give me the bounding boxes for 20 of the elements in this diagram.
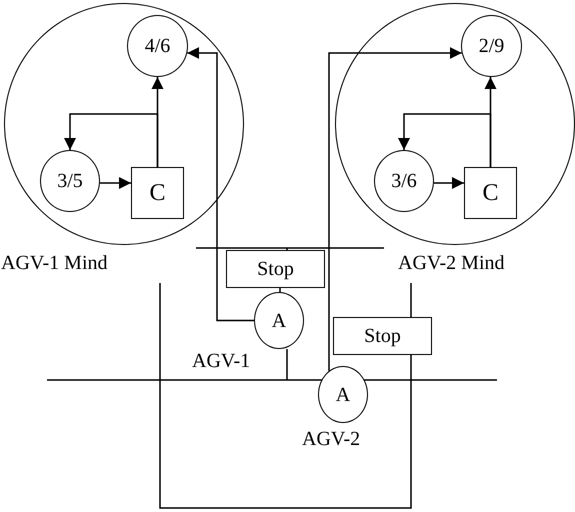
- arrow: [398, 113, 492, 167]
- mind-label: AGV-1 Mind: [1, 252, 108, 274]
- agv-circle: A: [254, 292, 304, 349]
- state-circle: 3/5: [40, 150, 100, 212]
- arrow: [187, 47, 254, 322]
- state-box: Stop: [333, 317, 432, 355]
- agv-label: AGV-2: [302, 428, 360, 450]
- agv-label: AGV-1: [192, 350, 250, 372]
- state-box: C: [464, 167, 517, 219]
- mind-label: AGV-2 Mind: [398, 252, 504, 274]
- state-box: Stop: [226, 250, 325, 288]
- state-box: C: [131, 167, 184, 219]
- arrow: [328, 47, 462, 371]
- arrow: [434, 177, 464, 189]
- arrow: [100, 177, 131, 189]
- state-circle: 2/9: [461, 15, 522, 77]
- arrow: [64, 113, 158, 167]
- state-circle: 3/6: [374, 150, 434, 212]
- state-circle: 4/6: [127, 15, 188, 77]
- agv-circle: A: [318, 366, 368, 423]
